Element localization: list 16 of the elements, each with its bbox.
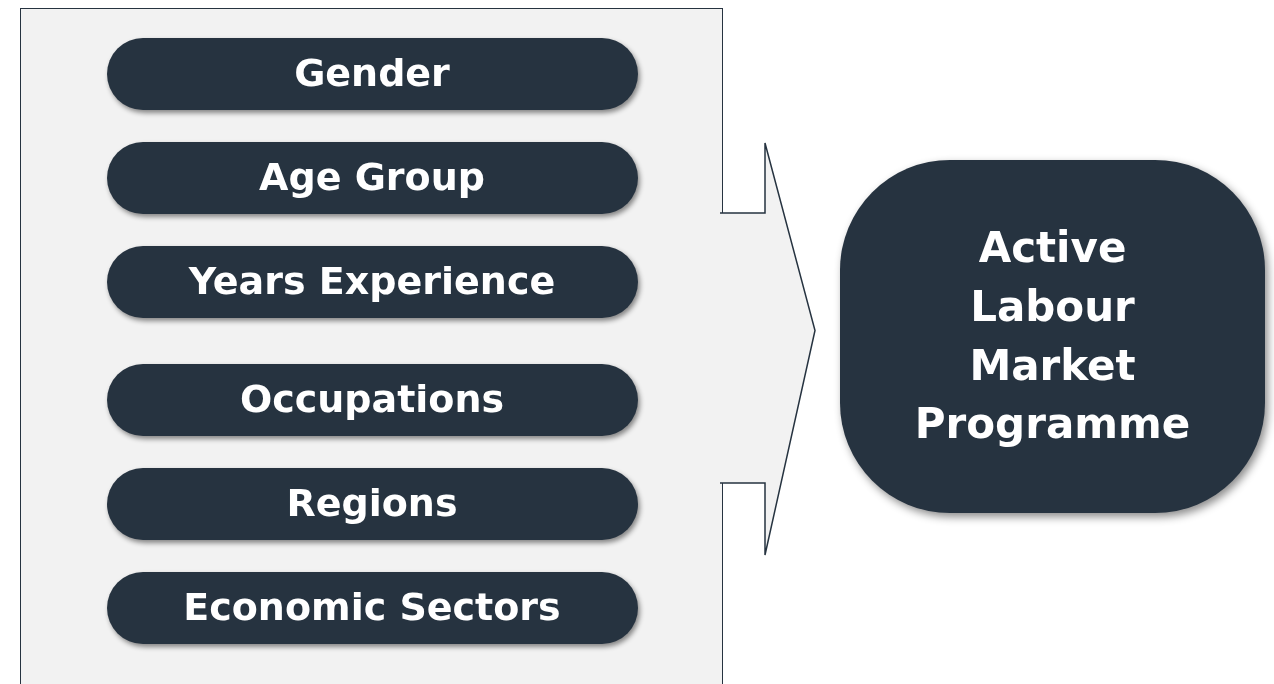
category-label: Age Group — [259, 156, 485, 199]
category-label: Years Experience — [188, 260, 556, 303]
result-label: Active Labour Market Programme — [913, 221, 1192, 451]
arrow — [719, 142, 816, 556]
category-pill — [106, 245, 638, 318]
panel-background — [20, 8, 723, 684]
category-label: Occupations — [239, 378, 505, 421]
category-pill — [106, 363, 638, 436]
category-pill — [106, 141, 638, 214]
result-box — [840, 160, 1265, 513]
category-pill — [106, 571, 638, 644]
category-label: Regions — [286, 482, 458, 525]
category-pill — [106, 467, 638, 540]
category-label: Economic Sectors — [183, 586, 561, 629]
category-label: Gender — [294, 52, 450, 95]
category-pill — [106, 37, 638, 110]
